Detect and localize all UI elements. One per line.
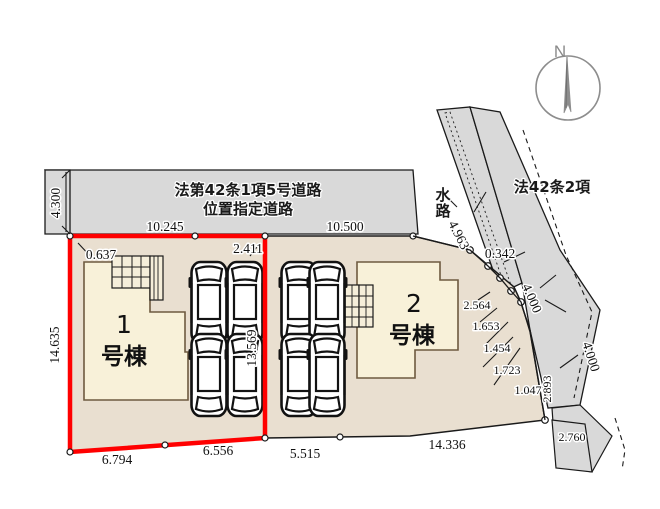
dim-east-bottom: 2.760 bbox=[559, 430, 586, 444]
dim-lot2-bottom-left: 5.515 bbox=[290, 446, 321, 461]
dim-east-seg-4: 1.723 bbox=[494, 363, 521, 377]
dim-east-seg-3: 1.454 bbox=[484, 341, 511, 355]
dim-top-right-run: 10.500 bbox=[326, 219, 363, 234]
dim-road-width-left: 4.300 bbox=[48, 188, 63, 219]
waterway-label-char-1: 水 bbox=[435, 186, 451, 204]
dim-east-seg-2: 1.653 bbox=[473, 319, 500, 333]
dim-waterway-gap: 0.342 bbox=[485, 246, 515, 261]
building-2-label: 号棟 bbox=[389, 323, 436, 349]
building-2-entry-grid bbox=[344, 284, 374, 328]
road-label-line-1: 法第42条1項5号道路 bbox=[175, 181, 323, 199]
building-2-number: 2 bbox=[406, 289, 422, 318]
dim-lot1-bottom-left: 6.794 bbox=[102, 452, 133, 467]
dimension-leaders bbox=[61, 169, 579, 386]
road-label-line-2: 位置指定道路 bbox=[203, 200, 294, 218]
dim-east-seg-1: 2.564 bbox=[464, 298, 491, 312]
boundary-vertices bbox=[66, 232, 549, 456]
parcel-strip-2760 bbox=[551, 419, 593, 473]
building-1-number: 1 bbox=[116, 310, 132, 339]
east-boundary-chain bbox=[412, 235, 546, 421]
dim-lot1-right-depth: 13.569 bbox=[244, 329, 259, 366]
dim-corner-notch-right: 2.411 bbox=[233, 241, 263, 256]
dim-lot1-left-depth: 14.635 bbox=[47, 326, 62, 363]
waterway-label-char-2: 路 bbox=[435, 202, 451, 220]
parking-stalls-lot2 bbox=[277, 260, 349, 418]
building-1-entry-grid bbox=[111, 255, 164, 301]
dim-lot2-bottom-right: 14.336 bbox=[428, 437, 465, 452]
building-2-footprint bbox=[356, 261, 459, 379]
dim-east-seg-5: 1.047 bbox=[515, 383, 542, 397]
road-area-north bbox=[44, 169, 419, 235]
compass-rose: N bbox=[535, 42, 601, 121]
compass-north-label: N bbox=[554, 42, 566, 61]
dim-top-left-run: 10.245 bbox=[146, 219, 183, 234]
dim-east-vert: 2.893 bbox=[540, 376, 554, 403]
road-type-right-label: 法42条2項 bbox=[514, 178, 591, 196]
building-1-label: 号棟 bbox=[101, 344, 148, 370]
dim-corner-notch: 0.637 bbox=[86, 247, 117, 262]
dim-lot1-bottom-right: 6.556 bbox=[203, 443, 234, 458]
road-setback-east bbox=[469, 106, 601, 409]
